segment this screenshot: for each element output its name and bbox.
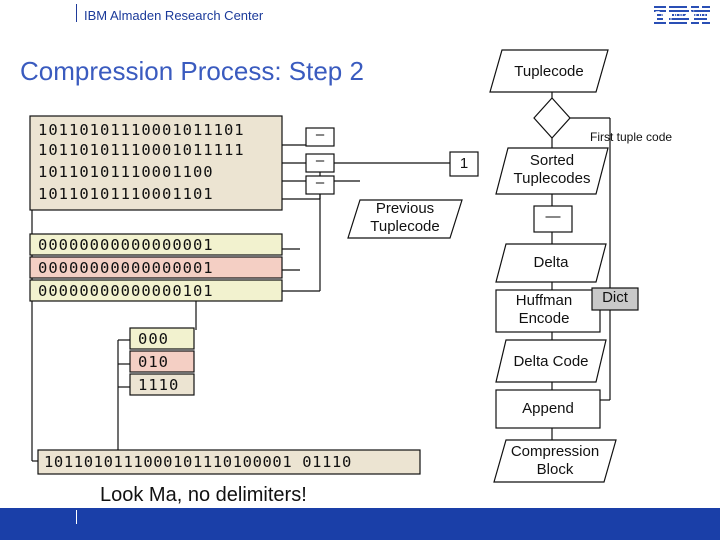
- footer-copyright: © 2006 IBM Corporation: [598, 10, 706, 21]
- minus-sign-1: –: [315, 126, 325, 143]
- header-org: IBM Almaden Research Center: [84, 8, 264, 23]
- code-row-1: 000: [138, 330, 169, 348]
- footer-bar: [0, 508, 720, 540]
- result-bitstring: 1011010111000101110100001 01110: [44, 453, 352, 471]
- append-label: Append: [522, 400, 574, 417]
- header-divider: [76, 4, 77, 22]
- tuple-row-2: 10110101110001011111: [38, 141, 245, 159]
- tuplecode-label: Tuplecode: [514, 63, 584, 80]
- delta-label: Delta: [533, 254, 569, 271]
- minus-sign-3: –: [315, 174, 325, 191]
- delta-row-2: 00000000000000001: [38, 259, 214, 277]
- tuple-row-3: 10110101110001100: [38, 163, 214, 181]
- header-bar: [0, 0, 720, 30]
- caption: Look Ma, no delimiters!: [100, 484, 307, 506]
- ibm-logo-icon: [654, 6, 710, 24]
- tuple-row-4: 10110101110001101: [38, 185, 214, 203]
- delta-row-3: 00000000000000101: [38, 282, 214, 300]
- delta-code-label: Delta Code: [513, 353, 589, 370]
- minus-operator: —: [545, 208, 561, 225]
- first-tuple-code-label: First tuple code: [590, 130, 673, 144]
- minus-boxes: [305, 127, 335, 195]
- footer-divider: [76, 510, 77, 524]
- code-row-2: 010: [138, 353, 169, 371]
- minus-sign-2: –: [315, 152, 325, 169]
- tuple-row-1: 10110101110001011101: [38, 121, 245, 139]
- one-value: 1: [459, 155, 469, 172]
- dict-label: Dict: [602, 289, 628, 306]
- code-row-3: 1110: [138, 376, 180, 394]
- page-title: Compression Process: Step 2: [20, 56, 364, 86]
- delta-row-1: 00000000000000001: [38, 236, 214, 254]
